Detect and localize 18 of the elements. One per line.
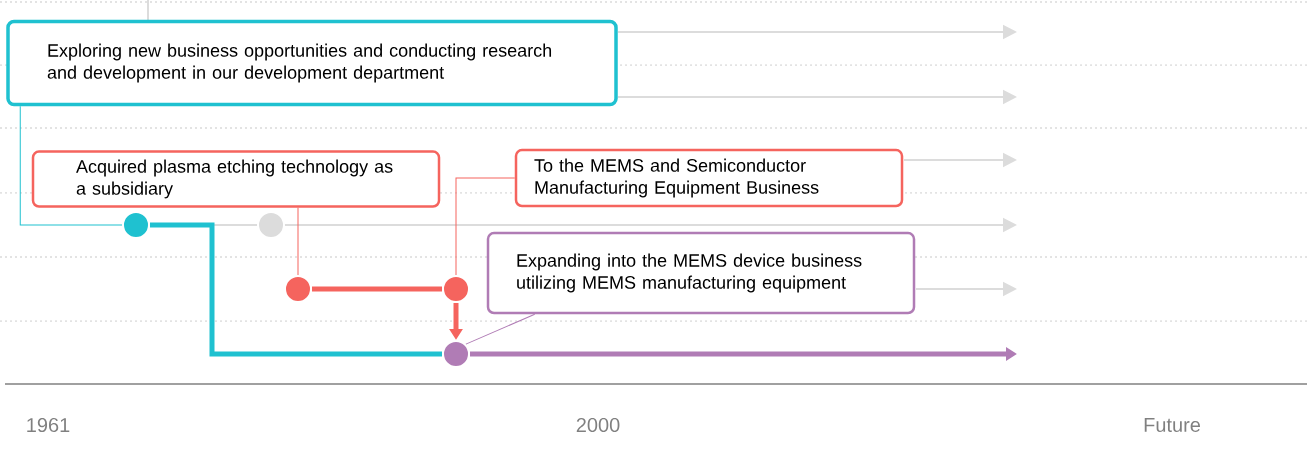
leader-line: [455, 177, 516, 276]
year-label: Future: [1144, 418, 1200, 432]
timeline-dot: [122, 211, 150, 239]
timeline-path: [150, 222, 442, 357]
leader-line: [19, 105, 123, 226]
year-label: 2000: [576, 417, 620, 433]
timeline-path: [312, 286, 442, 292]
year-label: 1961: [27, 417, 70, 433]
leader-line: [297, 207, 299, 276]
event-box: Expanding into the MEMS device business utilizing MEMS manufacturing equipment: [486, 231, 916, 315]
event-box: Acquired plasma etching technology as a subsidiary: [31, 150, 441, 208]
leader-line: [465, 313, 536, 345]
timeline-dot: [284, 275, 312, 303]
timeline-dot: [257, 211, 285, 239]
timeline-dot: [442, 275, 470, 303]
event-box: Exploring new business opportunities and conducting research and development in our development department: [6, 19, 618, 107]
event-box: To the MEMS and Semiconductor Manufacturing Equipment Business: [514, 148, 904, 208]
timeline-dot: [442, 340, 470, 368]
